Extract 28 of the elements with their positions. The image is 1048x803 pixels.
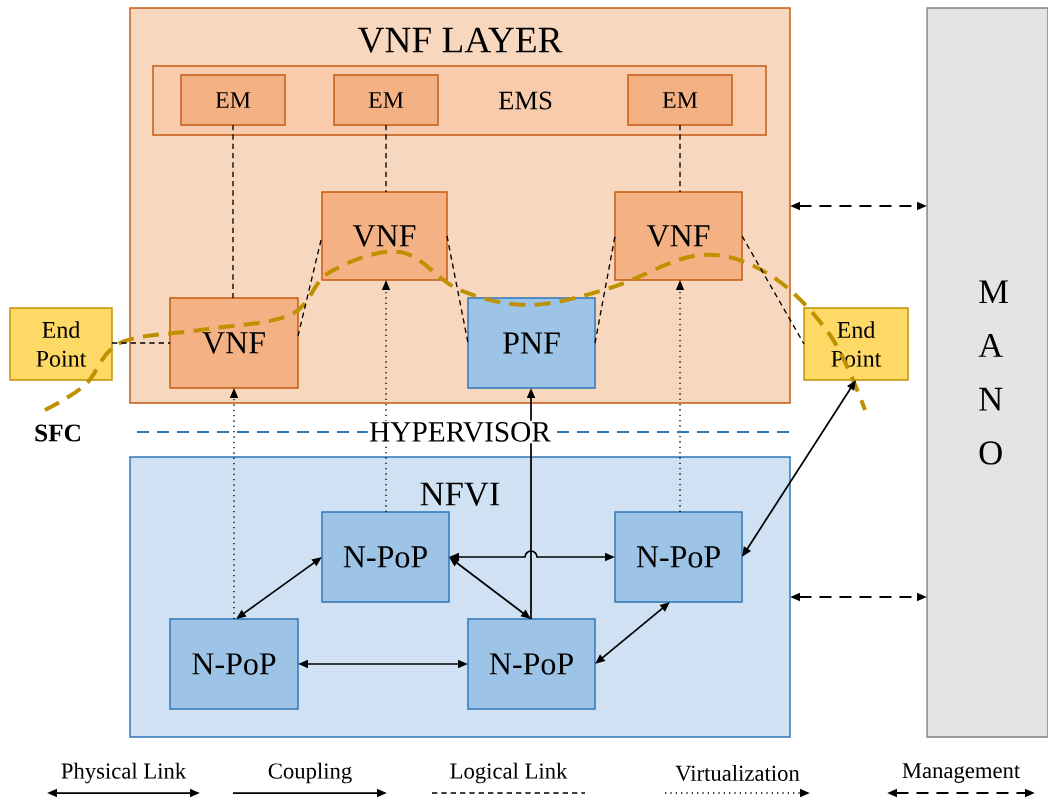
connector [679, 124, 681, 193]
process-box: N-PoP [467, 618, 596, 710]
connector [446, 235, 469, 344]
connector [232, 124, 234, 299]
process-box: EM [180, 74, 286, 126]
legend-label: Virtualization [675, 765, 800, 782]
chain-label: SFC [35, 424, 80, 442]
legend-label: Coupling [268, 762, 352, 784]
endpoint-box: End Point [9, 307, 113, 381]
process-box: N-PoP [614, 511, 743, 603]
mano-box: M A N O [926, 7, 1048, 738]
connector [594, 235, 616, 344]
process-box: VNF [614, 191, 743, 281]
process-box: VNF [169, 297, 299, 389]
process-box: VNF [321, 191, 448, 281]
legend-label: Management [902, 763, 1021, 783]
process-box: PNF [467, 297, 596, 389]
process-box: EM [333, 74, 439, 126]
process-box: EM [627, 74, 733, 126]
legend-label: Logical Link [450, 762, 568, 784]
connector [741, 235, 805, 345]
connector [111, 342, 171, 344]
layer-label: HYPERVISOR [367, 420, 553, 444]
connector [385, 124, 387, 193]
legend-label: Physical Link [61, 762, 187, 784]
process-box: N-PoP [321, 511, 450, 603]
process-box: N-PoP [169, 618, 299, 710]
connector [595, 602, 670, 664]
